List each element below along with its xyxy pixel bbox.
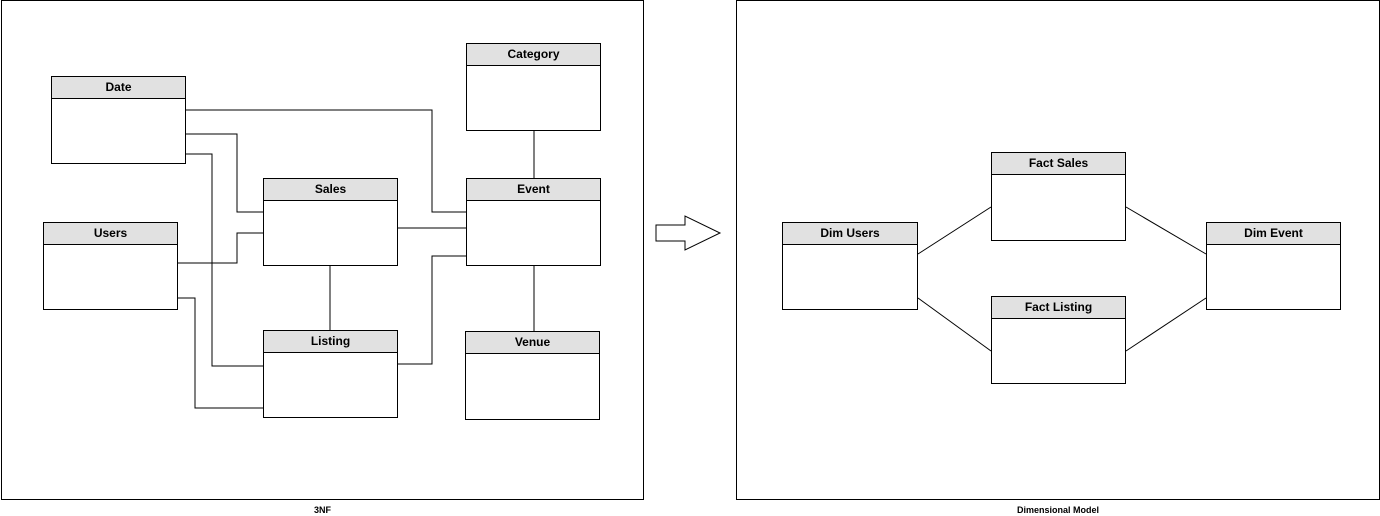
link-date-sales bbox=[186, 133, 263, 213]
entity-fact-listing: Fact Listing bbox=[991, 296, 1126, 384]
right-arrow-icon bbox=[655, 215, 722, 251]
link-dimusers-factlisting bbox=[917, 297, 992, 352]
link-date-listing bbox=[186, 153, 263, 367]
link-users-sales bbox=[178, 232, 263, 264]
entity-sales: Sales bbox=[263, 178, 398, 266]
entity-date-title: Date bbox=[52, 77, 185, 99]
entity-event: Event bbox=[466, 178, 601, 266]
entity-event-title: Event bbox=[467, 179, 600, 201]
entity-dim-users: Dim Users bbox=[782, 222, 918, 310]
caption-3nf: 3NF bbox=[313, 505, 331, 515]
entity-venue-title: Venue bbox=[466, 332, 599, 354]
entity-users-title: Users bbox=[44, 223, 177, 245]
entity-fact-listing-title: Fact Listing bbox=[992, 297, 1125, 319]
entity-listing-title: Listing bbox=[264, 331, 397, 353]
entity-date: Date bbox=[51, 76, 186, 164]
entity-listing: Listing bbox=[263, 330, 398, 418]
entity-dim-event: Dim Event bbox=[1206, 222, 1341, 310]
entity-dim-event-title: Dim Event bbox=[1207, 223, 1340, 245]
entity-fact-sales: Fact Sales bbox=[991, 152, 1126, 241]
link-listing-event bbox=[398, 255, 466, 365]
entity-dim-users-title: Dim Users bbox=[783, 223, 917, 245]
link-factsales-dimevent bbox=[1125, 206, 1207, 255]
entity-category-title: Category bbox=[467, 44, 600, 66]
entity-fact-sales-title: Fact Sales bbox=[992, 153, 1125, 175]
link-dimusers-factsales bbox=[917, 206, 992, 255]
link-factlisting-dimevent bbox=[1125, 297, 1207, 352]
entity-venue: Venue bbox=[465, 331, 600, 420]
entity-sales-title: Sales bbox=[264, 179, 397, 201]
entity-users: Users bbox=[43, 222, 178, 310]
link-users-listing bbox=[178, 297, 263, 409]
caption-dimensional-model: Dimensional Model bbox=[1016, 505, 1099, 515]
entity-category: Category bbox=[466, 43, 601, 131]
link-date-event bbox=[186, 109, 466, 213]
